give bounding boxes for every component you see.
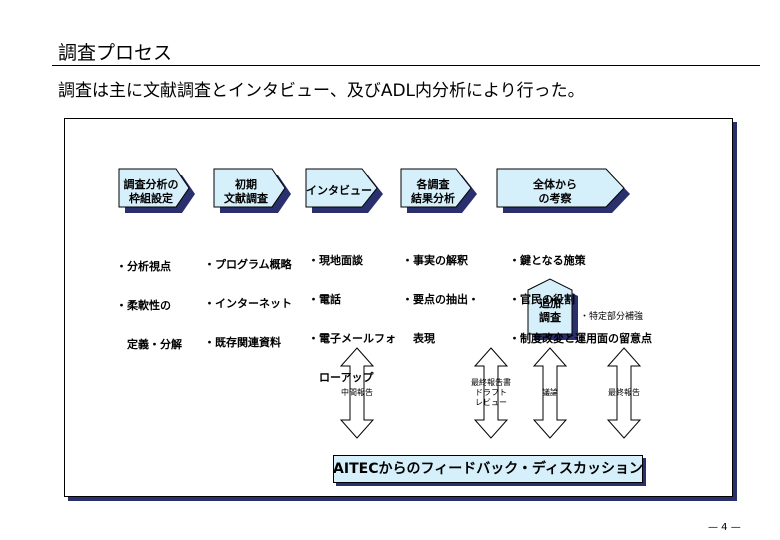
step-3-bullet: ローアップ [308,371,374,384]
arrow-3-label: 議論 [542,388,558,397]
step-4-label: 各調査 結果分析 [401,178,465,206]
arrow-2-label: 最終報告書 ドラフト レビュー [471,378,511,407]
feedback-bar [333,455,643,483]
step-2-shape-fill [213,168,286,208]
step-2-bullet: ・インターネット [204,297,292,310]
step-5-label-line1: 全体から [533,178,577,191]
double-arrow-3 [532,347,568,439]
step-3-bullet: ・電話 [308,293,341,306]
title-rule [52,65,760,66]
step-2-bullets: ・プログラム概略 ・インターネット ・既存関連資料 [204,232,292,362]
step-1-bullet: ・分析視点 [116,260,171,273]
step-3-label: インタビュー [306,184,372,198]
arrow-4-label: 最終報告 [608,388,640,397]
step-2-label-line1: 初期 [235,178,257,191]
double-arrow-2 [473,347,509,439]
step-4-bullet: ・要点の抽出・ [402,293,479,306]
step-4-bullet: 表現 [402,332,435,345]
step-shapes [118,168,630,340]
step-5-bullets: ・鍵となる施策 ・官民の役割 ・制度改変と運用面の留意点 [509,228,652,358]
arrow-1-label: 中間報告 [341,388,373,397]
double-arrow-4 [606,347,642,439]
step-2-bullet: ・既存関連資料 [204,336,281,349]
step-4-bullets: ・事実の解釈 ・要点の抽出・ 表現 [402,228,479,358]
step-4-shape-fill [400,168,472,208]
step-3-shape-fill [305,168,378,208]
addition-label: 追加 調査 [528,297,572,325]
step-3-label-line1: インタビュー [306,184,372,197]
step-4-label-line2: 結果分析 [411,192,455,205]
step-1-shape-fill [118,168,190,208]
step-4-label-line1: 各調査 [416,178,450,191]
double-arrow-1 [339,347,375,439]
step-1-bullet: 定義・分解 [116,338,182,351]
step-5-label: 全体から の考察 [497,178,613,206]
addition-shape-fill [527,278,573,335]
step-1-bullet: ・柔軟性の [116,299,171,312]
page-number: — 4 — [708,522,741,533]
step-5-bullet: ・官民の役割 [509,293,575,306]
feedback-label: AITECからのフィードバック・ディスカッション [333,461,643,477]
addition-note: ・特定部分補強 [580,312,644,322]
step-3-bullets: ・現地面談 ・電話 ・電子メールフォ ローアップ [308,228,396,397]
addition-label-line1: 追加 [539,297,561,310]
step-3-bullet: ・現地面談 [308,254,363,267]
step-1-label: 調査分析の 枠組設定 [119,178,183,206]
step-4-bullet: ・事実の解釈 [402,254,468,267]
step-1-label-line1: 調査分析の [123,178,179,191]
feedback-arrows [339,347,642,439]
step-5-bullet: ・制度改変と運用面の留意点 [509,332,652,345]
step-2-bullet: ・プログラム概略 [204,258,292,271]
page-title: 調査プロセス [58,42,173,64]
step-1-label-line2: 枠組設定 [129,192,173,205]
step-3-bullet: ・電子メールフォ [308,332,396,345]
step-5-label-line2: の考察 [538,192,572,205]
step-1-bullets: ・分析視点 ・柔軟性の 定義・分解 [116,234,182,364]
addition-label-line2: 調査 [539,311,561,324]
step-2-label: 初期 文献調査 [214,178,278,206]
step-5-shape-fill [496,168,625,208]
page-subtitle: 調査は主に文献調査とインタビュー、及びADL内分析により行った。 [58,81,585,101]
step-2-label-line2: 文献調査 [224,192,268,205]
step-5-bullet: ・鍵となる施策 [509,254,586,267]
